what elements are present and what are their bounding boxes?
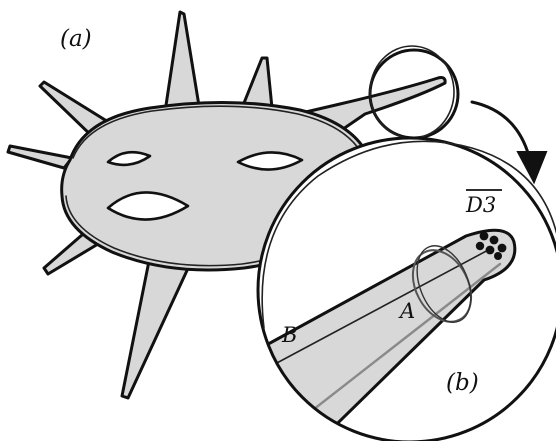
tip-particle xyxy=(490,236,499,245)
tip-particle xyxy=(476,242,484,250)
tip-region-label: D3 xyxy=(465,193,496,217)
tip-particle xyxy=(498,244,507,253)
panel-a-label: (a) xyxy=(60,26,92,52)
zoom-arrow-head xyxy=(518,152,546,182)
spike-left xyxy=(8,146,72,168)
panel-b-label: (b) xyxy=(446,370,479,396)
point-b-label: B xyxy=(281,323,297,347)
tip-particle xyxy=(480,232,489,241)
spike-top-right xyxy=(242,58,272,108)
spike-bottom xyxy=(122,256,190,398)
tip-particle xyxy=(494,252,502,260)
point-a-label: A xyxy=(398,299,415,323)
spike-top xyxy=(165,12,200,112)
tip-particle xyxy=(486,246,495,255)
